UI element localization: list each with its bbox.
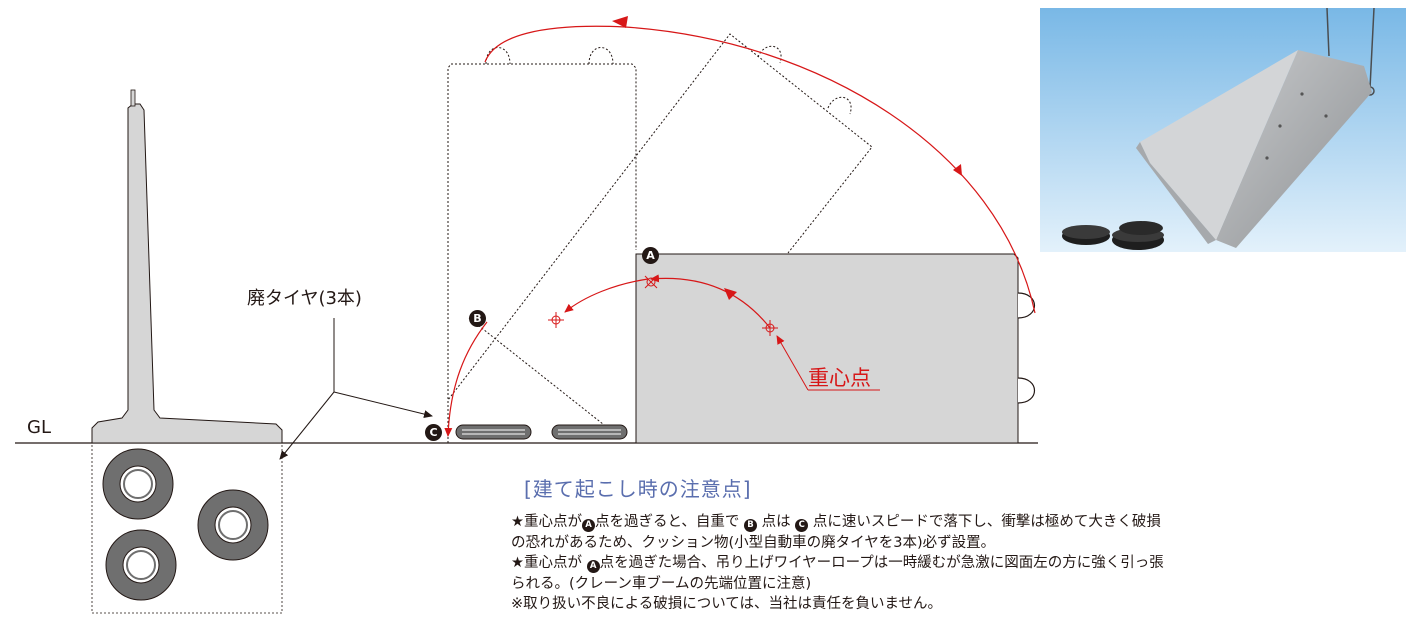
fall-arc — [444, 321, 488, 437]
inline-point-c-marker: C — [795, 519, 809, 532]
lift-ring-upright-2 — [588, 47, 614, 65]
tire-detail-3 — [105, 529, 177, 601]
note-text: の恐れがあるため、クッション物(小型自動車の廃タイヤを3本)必ず設置。 — [511, 534, 996, 551]
point-a-marker: A — [642, 247, 659, 264]
notes-title: [建て起こし時の注意点] — [524, 477, 752, 501]
note-text: ★重心点が — [511, 555, 587, 572]
waste-tire-2 — [551, 424, 628, 440]
panel-tilted-outline — [447, 33, 873, 443]
rotation-diagram — [15, 16, 1038, 614]
waste-tire-1 — [455, 424, 532, 440]
label-leader-to-detail — [279, 391, 335, 460]
inline-point-a-marker: A — [586, 560, 600, 574]
label-leader-to-tires — [333, 391, 433, 418]
note-line: の恐れがあるため、クッション物(小型自動車の廃タイヤを3本)必ず設置。 — [511, 533, 1391, 554]
lift-ring-lying-2 — [1017, 377, 1035, 404]
retaining-wall — [91, 103, 283, 444]
lift-ring-tilted-1 — [757, 45, 782, 64]
rotation-arc-large — [484, 25, 1036, 314]
tire-detail-1 — [102, 448, 174, 520]
cg-marker-a — [644, 275, 658, 289]
point-b-marker: B — [469, 310, 486, 327]
cg-marker-end — [548, 312, 564, 328]
note-text: ※取り扱い不良による破損については、当社は責任を負いません。 — [511, 596, 943, 613]
waste-tire-label: 廃タイヤ(3本) — [247, 288, 362, 309]
point-c-marker: C — [425, 424, 442, 441]
note-text: られる。(クレーン車ブームの先端位置に注意) — [511, 575, 812, 592]
note-text: 点を過ぎると、自重で — [595, 514, 745, 530]
lift-ring-upright-1 — [485, 47, 511, 65]
note-line: ※取り扱い不良による破損については、当社は責任を負いません。 — [511, 594, 1391, 615]
lift-ring-tilted-2 — [827, 96, 852, 115]
arc-arrow-right — [953, 164, 962, 176]
note-text: 点を過ぎた場合、吊り上げワイヤーロープは一時緩むが急激に図面左の方に強く引っ張 — [599, 555, 1164, 572]
cg-arc — [650, 274, 771, 329]
inline-point-a-marker: A — [582, 519, 595, 532]
cg-marker-start — [762, 320, 778, 336]
tire-detail-2 — [197, 489, 269, 561]
cg-arc-continued — [564, 278, 649, 313]
inline-point-b-marker: B — [744, 519, 758, 532]
cg-arc-arrow-mid — [724, 288, 737, 300]
panel-lying — [635, 253, 1019, 444]
note-text: 点に速いスピードで落下し、衝撃は極めて大きく破損 — [808, 514, 1161, 530]
center-of-gravity-label: 重心点 — [808, 366, 871, 390]
lift-ring-lying-1 — [1017, 292, 1035, 319]
panel-lifting-photo — [1040, 8, 1406, 252]
note-line: られる。(クレーン車ブームの先端位置に注意) — [511, 574, 1391, 595]
note-text: 点は — [757, 514, 796, 530]
arc-arrow-top — [612, 16, 628, 28]
ground-level-label: GL — [27, 417, 51, 438]
panel-upright-outline — [447, 63, 637, 443]
wall-rebar — [130, 89, 136, 107]
note-text: ★重心点が — [511, 514, 582, 530]
cg-label-leader — [776, 335, 809, 391]
